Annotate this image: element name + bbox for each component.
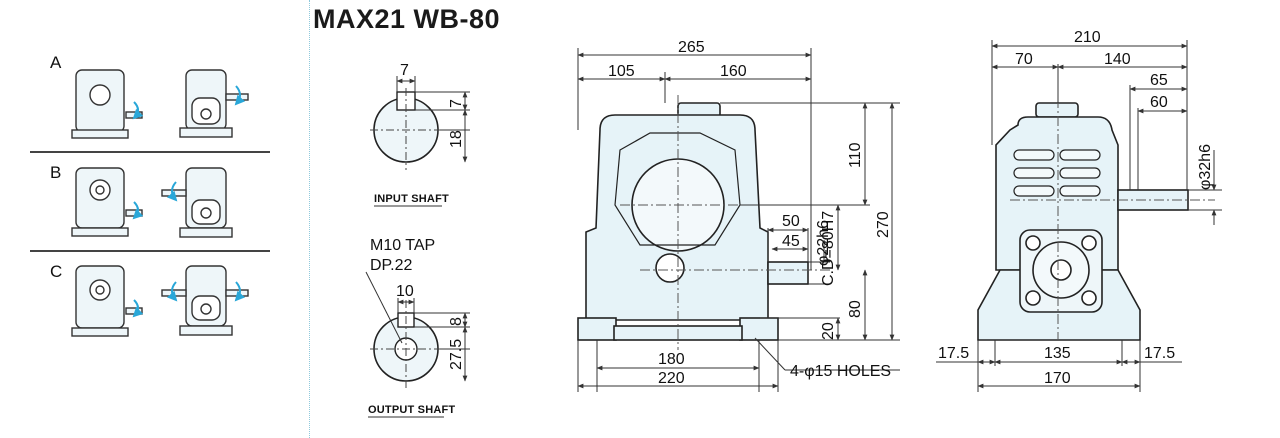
mount-a-front <box>71 69 144 139</box>
front-shaft-dia: φ22h6 <box>815 220 832 266</box>
output-shaft-section <box>365 271 470 390</box>
mount-label-b: B <box>50 163 62 182</box>
output-tap-depth: DP.22 <box>370 257 413 274</box>
input-key-width: 7 <box>400 62 409 79</box>
row-divider-1 <box>30 151 270 153</box>
mount-b-front <box>71 167 144 237</box>
front-hole-spacing: 180 <box>658 351 685 368</box>
output-shaft-label: OUTPUT SHAFT <box>368 404 455 416</box>
page-title: MAX21 WB-80 <box>313 4 501 34</box>
front-base-height: 20 <box>820 322 837 340</box>
output-key-depth: 8 <box>448 317 465 326</box>
side-overall-width: 210 <box>1074 29 1101 46</box>
side-edge-left: 17.5 <box>938 345 969 362</box>
front-view-body <box>577 102 809 341</box>
side-shaft-a: 65 <box>1150 72 1168 89</box>
row-divider-2 <box>30 250 270 252</box>
output-shaft-radius: 27.5 <box>448 339 465 370</box>
front-shaft-key: 45 <box>782 233 800 250</box>
side-view-body <box>977 102 1189 341</box>
mount-c-front <box>71 265 144 337</box>
front-view-dimensions <box>577 48 900 392</box>
output-key-width: 10 <box>396 283 414 300</box>
front-shaft-length: 50 <box>782 213 800 230</box>
side-left-width: 70 <box>1015 51 1033 68</box>
mount-b-side <box>161 167 233 238</box>
front-center-height: 80 <box>847 300 864 318</box>
side-shaft-b: 60 <box>1150 94 1168 111</box>
output-tap-label: M10 TAP <box>370 237 435 254</box>
side-view-centerlines <box>1010 80 1215 340</box>
input-key-depth: 7 <box>448 99 465 108</box>
input-shaft-section <box>370 76 470 170</box>
front-height-upper: 110 <box>847 142 864 168</box>
mount-c-side <box>161 265 249 336</box>
side-view-dimensions <box>936 40 1222 392</box>
front-overall-height: 270 <box>875 211 892 238</box>
side-edge-right: 17.5 <box>1144 345 1175 362</box>
input-shaft-label: INPUT SHAFT <box>374 193 449 205</box>
front-base-width: 220 <box>658 370 685 387</box>
side-right-width: 140 <box>1104 51 1131 68</box>
front-center-distance: C.D=80H7 <box>820 211 837 286</box>
front-overall-width: 265 <box>678 39 705 56</box>
side-shaft-dia: φ32h6 <box>1197 144 1214 190</box>
side-hole-spacing: 135 <box>1044 345 1071 362</box>
mount-label-c: C <box>50 262 63 281</box>
mount-a-side <box>179 69 249 138</box>
front-right-width: 160 <box>720 63 747 80</box>
side-base-width: 170 <box>1044 370 1071 387</box>
front-left-width: 105 <box>608 63 635 80</box>
input-shaft-radius: 18 <box>448 130 465 148</box>
front-holes-note: 4-φ15 HOLES <box>790 363 891 380</box>
mount-label-a: A <box>50 53 62 72</box>
panel-divider <box>309 0 310 438</box>
